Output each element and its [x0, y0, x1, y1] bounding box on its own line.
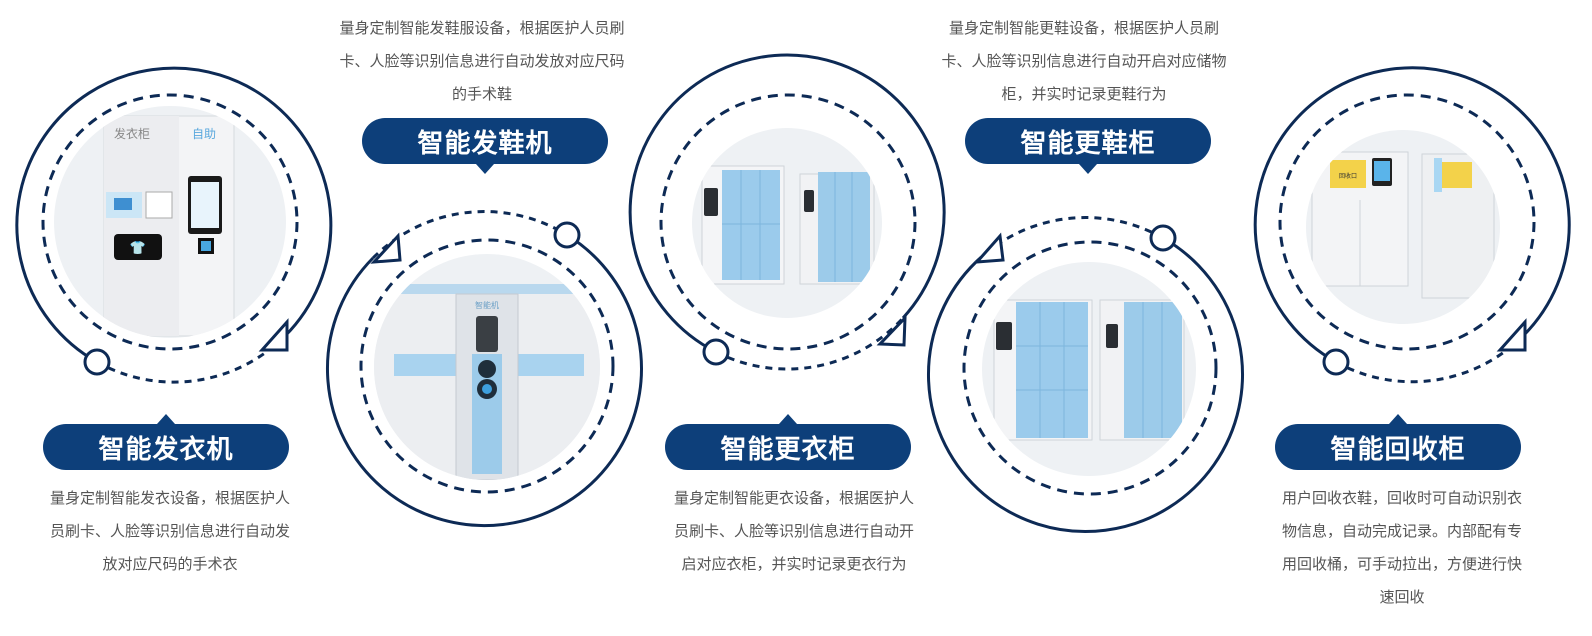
photo-shoe-lockers	[982, 262, 1196, 476]
title-recycle-cabinet: 智能回收柜	[1275, 424, 1521, 470]
title-clothes-dispenser: 智能发衣机	[43, 424, 289, 470]
desc-line: 放对应尺码的手术衣	[102, 555, 238, 573]
ring-4	[926, 216, 1244, 534]
desc-line: 物信息，自动完成记录。内部配有专	[1281, 522, 1522, 540]
title-shoe-locker: 智能更鞋柜	[965, 118, 1211, 164]
desc-line: 员刷卡、人脸等识别信息进行自动发	[49, 522, 290, 540]
machine-label-2: 自助	[192, 127, 216, 141]
ring-5	[1253, 66, 1571, 384]
desc-line: 柜，并实时记录更鞋行为	[1001, 85, 1167, 103]
title-shoe-dispenser: 智能发鞋机	[362, 118, 608, 164]
ring-3	[628, 53, 946, 371]
ring-1	[15, 66, 333, 384]
desc-recycle-cabinet: 用户回收衣鞋，回收时可自动识别衣 物信息，自动完成记录。内部配有专 用回收桶，可…	[1252, 482, 1552, 614]
desc-line: 量身定制智能更衣设备，根据医护人	[673, 489, 914, 507]
svg-text:👕: 👕	[130, 241, 146, 256]
photo-shoe-dispenser: 智能机	[374, 254, 600, 480]
machine-label-3: 智能机	[475, 300, 499, 310]
machine-label-1: 发衣柜	[114, 126, 150, 141]
desc-line: 的手术鞋	[451, 85, 512, 103]
desc-clothes-dispenser: 量身定制智能发衣设备，根据医护人 员刷卡、人脸等识别信息进行自动发 放对应尺码的…	[20, 482, 320, 581]
desc-shoe-locker: 量身定制智能更鞋设备，根据医护人员刷 卡、人脸等识别信息进行自动开启对应储物 柜…	[914, 12, 1254, 111]
desc-line: 员刷卡、人脸等识别信息进行自动开	[673, 522, 914, 540]
desc-line: 卡、人脸等识别信息进行自动发放对应尺码	[339, 52, 625, 70]
photo-recycle-bins: 回收口	[1306, 130, 1500, 324]
photo-clothes-dispenser: 发衣柜 自助 👕	[54, 106, 286, 338]
desc-clothes-locker: 量身定制智能更衣设备，根据医护人 员刷卡、人脸等识别信息进行自动开 启对应衣柜，…	[644, 482, 944, 581]
desc-line: 用回收桶，可手动拉出，方便进行快	[1281, 555, 1522, 573]
desc-line: 量身定制智能发鞋服设备，根据医护人员刷	[339, 19, 625, 37]
photo-clothes-lockers	[692, 128, 882, 318]
desc-line: 用户回收衣鞋，回收时可自动识别衣	[1281, 489, 1522, 507]
title-clothes-locker: 智能更衣柜	[665, 424, 911, 470]
desc-line: 量身定制智能发衣设备，根据医护人	[49, 489, 290, 507]
desc-line: 启对应衣柜，并实时记录更衣行为	[681, 555, 907, 573]
desc-shoe-dispenser: 量身定制智能发鞋服设备，根据医护人员刷 卡、人脸等识别信息进行自动发放对应尺码 …	[312, 12, 652, 111]
ring-2	[325, 210, 643, 528]
desc-line: 卡、人脸等识别信息进行自动开启对应储物	[941, 52, 1227, 70]
desc-line: 量身定制智能更鞋设备，根据医护人员刷	[948, 19, 1219, 37]
machine-label-4: 回收口	[1339, 172, 1357, 180]
desc-line: 速回收	[1379, 588, 1425, 606]
